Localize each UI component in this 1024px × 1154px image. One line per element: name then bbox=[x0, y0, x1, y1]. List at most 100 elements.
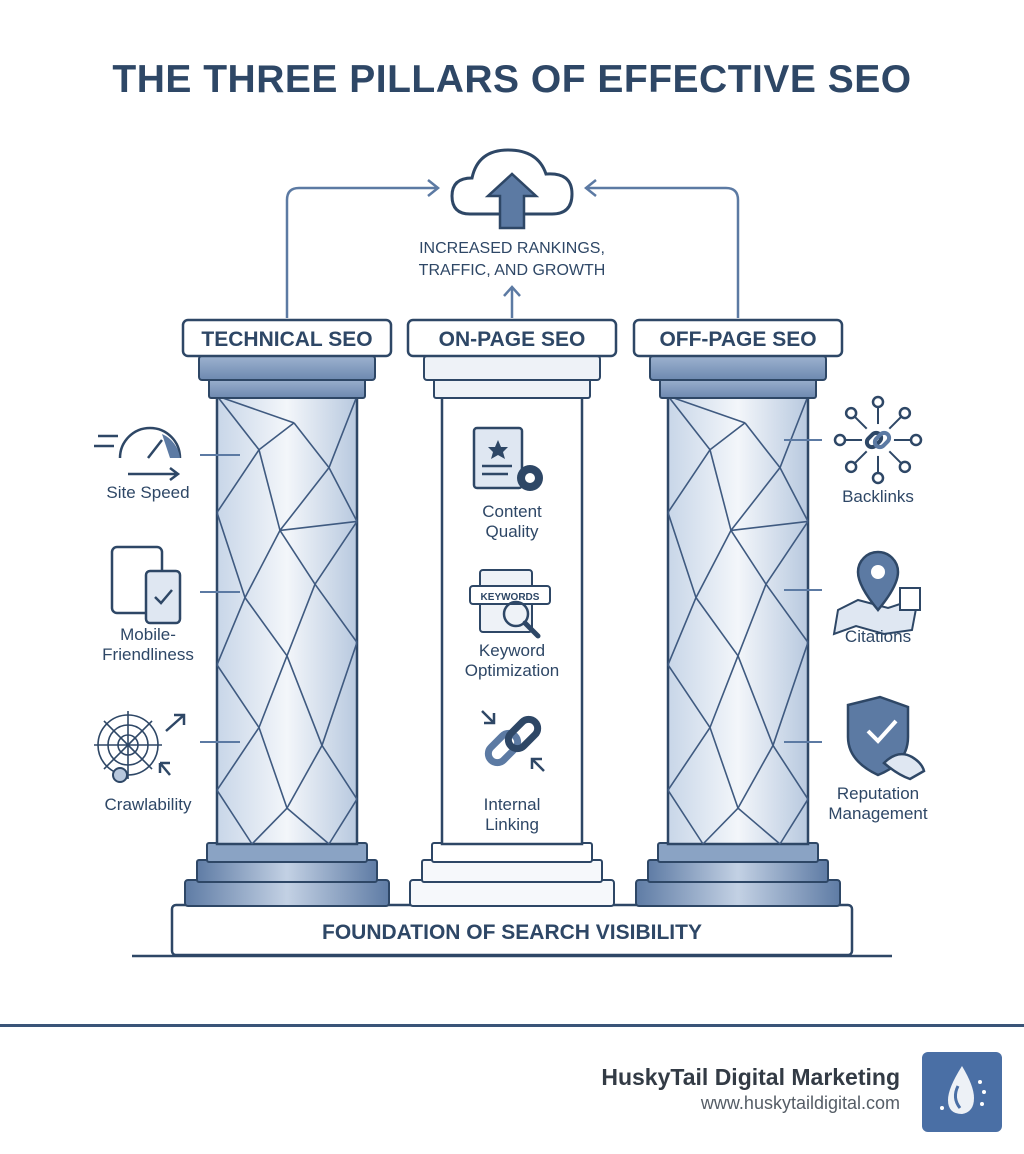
pillar-facet-line bbox=[772, 642, 809, 746]
pillar-base-step bbox=[431, 842, 593, 863]
chain-link-icon bbox=[481, 710, 545, 772]
pillar-facet-line bbox=[216, 395, 295, 424]
item-label-line2: Optimization bbox=[465, 661, 559, 680]
keywords-badge: KEYWORDS bbox=[481, 592, 540, 603]
pillar-facet-line bbox=[737, 583, 767, 657]
pillar-facet-line bbox=[244, 597, 288, 657]
pillar-facet-line bbox=[286, 807, 330, 845]
brand-url: www.huskytaildigital.com bbox=[700, 1093, 900, 1113]
pillar-facet-line bbox=[286, 745, 323, 809]
pillar-facet-line bbox=[667, 664, 711, 728]
item-label: Citations bbox=[845, 627, 911, 646]
pillar-facet-line bbox=[328, 395, 358, 468]
pillar-facet-line bbox=[765, 583, 809, 643]
brand-block: HuskyTail Digital Marketing www.huskytai… bbox=[601, 1064, 900, 1114]
pillar-facet-line bbox=[328, 798, 358, 845]
pillar-facet-line bbox=[321, 642, 358, 746]
pillar-facet-line bbox=[772, 745, 809, 800]
pillar-facet-line bbox=[779, 395, 809, 468]
pillar-facet-line bbox=[286, 655, 323, 746]
item-label-line2: Friendliness bbox=[102, 645, 194, 664]
pillar-facet-line bbox=[737, 807, 781, 845]
pillar-facet-line bbox=[216, 449, 260, 513]
cloud-upload-icon bbox=[450, 148, 574, 230]
pillar-facet-line bbox=[744, 422, 781, 469]
pillar-facet-line bbox=[667, 395, 711, 451]
foundation-label: FOUNDATION OF SEARCH VISIBILITY bbox=[322, 921, 702, 944]
outcome-line2: TRAFFIC, AND GROWTH bbox=[419, 262, 606, 279]
pillar-facet-line bbox=[667, 395, 746, 424]
pillar-facet-line bbox=[244, 530, 281, 598]
pillar-label-box bbox=[632, 318, 844, 358]
pillar-label-box bbox=[406, 318, 618, 358]
item-label: Keyword bbox=[479, 641, 545, 660]
item-label: Mobile- bbox=[120, 625, 176, 644]
pillar-facet-line bbox=[216, 395, 260, 451]
item-label: Crawlability bbox=[105, 795, 192, 814]
pillar-base-step bbox=[206, 842, 368, 863]
pillar-facet-line bbox=[695, 597, 739, 657]
brand-name: HuskyTail Digital Marketing bbox=[601, 1064, 900, 1090]
foundation: FOUNDATION OF SEARCH VISIBILITY bbox=[132, 903, 892, 958]
pillar-base-step bbox=[657, 842, 819, 863]
pillar-facet-line bbox=[279, 467, 330, 531]
pillar-facet-line bbox=[314, 583, 358, 643]
pillar-facet-line bbox=[730, 467, 781, 531]
pillar-facet-line bbox=[251, 807, 288, 845]
pillar-facet-line bbox=[279, 520, 358, 532]
pillar-facet-line bbox=[258, 422, 295, 451]
pillar-facet-line bbox=[258, 655, 288, 728]
item-label-line2: Management bbox=[828, 804, 928, 823]
pillar-shaft bbox=[215, 394, 359, 846]
item-label-line2: Quality bbox=[486, 522, 539, 541]
link-network-icon bbox=[833, 395, 923, 485]
pillar-facet-line bbox=[709, 449, 732, 531]
pillars: TECHNICAL SEO ON-PAGE SEO OFF-PAGE SEO bbox=[181, 318, 844, 907]
pillar-facet-line bbox=[709, 727, 739, 809]
husky-logo bbox=[922, 1052, 1002, 1132]
pillar-base-step bbox=[196, 859, 378, 883]
item-label: Backlinks bbox=[842, 487, 914, 506]
pillar-label: ON-PAGE SEO bbox=[439, 328, 586, 351]
pillar-facet-line bbox=[730, 529, 767, 585]
footer-divider bbox=[0, 1024, 1024, 1027]
pillar-facet-line bbox=[779, 467, 809, 522]
pillar-facet-line bbox=[216, 789, 253, 845]
outcome-line1: INCREASED RANKINGS, bbox=[419, 240, 605, 257]
pillar-capital bbox=[423, 355, 601, 381]
pillar-base-step bbox=[421, 859, 603, 883]
speedometer-icon bbox=[94, 426, 182, 481]
droplet-logo-icon bbox=[940, 1066, 986, 1114]
pillar-label: OFF-PAGE SEO bbox=[659, 328, 816, 351]
pillar-base-step bbox=[635, 879, 841, 907]
pillar-facet-line bbox=[279, 529, 316, 585]
pillar-facet-line bbox=[258, 449, 281, 531]
pillar-capital bbox=[649, 355, 827, 381]
pillar-facet-line bbox=[702, 807, 739, 845]
pillar-facet-line bbox=[709, 655, 739, 728]
item-label-line2: Linking bbox=[485, 815, 539, 834]
map-pin-icon bbox=[832, 550, 921, 636]
item-label: Site Speed bbox=[106, 483, 189, 502]
pillar-facet-line bbox=[286, 583, 316, 657]
growth-arrows bbox=[285, 179, 740, 318]
pillar-facet-line bbox=[779, 798, 809, 845]
item-label: Internal bbox=[484, 795, 541, 814]
pillar-facet-line bbox=[314, 520, 358, 585]
pillar-facet-line bbox=[667, 512, 697, 598]
pillar-facet-line bbox=[730, 520, 809, 532]
spider-web-icon bbox=[94, 711, 186, 783]
pillar-base-step bbox=[184, 879, 390, 907]
page-title: THE THREE PILLARS OF EFFECTIVE SEO bbox=[112, 58, 912, 101]
pillar-3: OFF-PAGE SEO bbox=[632, 318, 844, 907]
pillar-facet-line bbox=[216, 597, 246, 666]
pillar-facet-line bbox=[765, 520, 809, 585]
pillar-1: TECHNICAL SEO bbox=[181, 318, 393, 907]
pillar-facet-line bbox=[667, 789, 704, 845]
pillar-facet-line bbox=[216, 512, 246, 598]
item-label: Content bbox=[482, 502, 542, 521]
pillar-base-step bbox=[409, 879, 615, 907]
pillar-facet-line bbox=[695, 530, 732, 598]
pillar-facet-line bbox=[667, 449, 711, 513]
pillar-label-box bbox=[181, 318, 393, 358]
